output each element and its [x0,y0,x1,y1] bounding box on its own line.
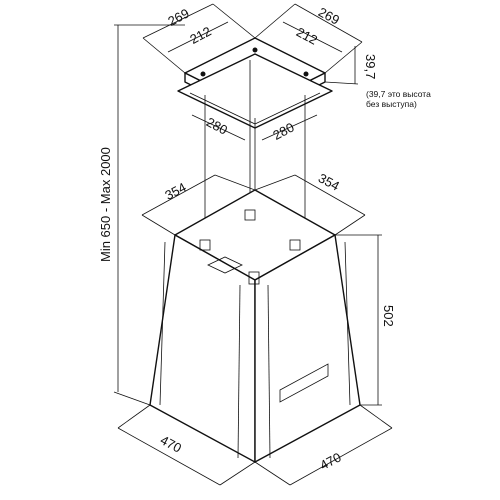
label-hood-top-right: 354 [316,170,342,193]
hood-edge-right [267,284,271,459]
label-collar-left: 280 [204,114,230,137]
dim-line-212-right [282,21,343,53]
dim-line-470-right [289,427,393,486]
dim-line-354-right [294,174,366,216]
label-plate-height-note-2: без выступа) [366,99,417,109]
dim-line-470-left [117,427,221,486]
label-plate-inner-right: 212 [294,24,320,47]
plate-screw-top [252,47,258,53]
dim-line-280-right [261,114,318,141]
dimension-lines [113,3,393,486]
hood-edge-back-right [344,241,351,406]
label-hood-top-left: 354 [162,179,188,202]
collar-outline [177,53,333,129]
label-hood-height: 502 [381,305,396,327]
label-collar-right: 280 [270,119,296,142]
collar-inner-right [254,92,321,125]
dim-line-354-left [141,174,216,216]
anchor-left [199,239,211,251]
label-hood-bottom-right: 470 [317,449,343,472]
label-plate-outer-right: 269 [316,4,342,27]
dim-line-280-left [191,114,246,141]
control-panel [279,363,329,403]
dim-line-269-right [294,3,363,43]
plate-screw-left [200,71,206,77]
label-plate-height: 39,7 [363,54,378,79]
label-plate-inner-left: 212 [187,23,213,46]
dim-line-269-left [142,3,214,39]
hood-edge-left [237,284,241,459]
inner-filter-slot [207,256,243,274]
plate-screw-right [303,71,309,77]
label-plate-height-note-1: (39,7 это высота [366,89,431,99]
anchor-front [248,271,260,285]
dim-line-212-left [167,21,229,53]
label-total-height: Min 650 - Max 2000 [98,147,113,262]
hood-edge-back-left [159,241,166,406]
hood-body [149,189,361,463]
collar-inner-left [189,92,256,125]
anchor-right [289,239,301,251]
anchor-back [244,209,256,221]
collar [177,53,333,129]
